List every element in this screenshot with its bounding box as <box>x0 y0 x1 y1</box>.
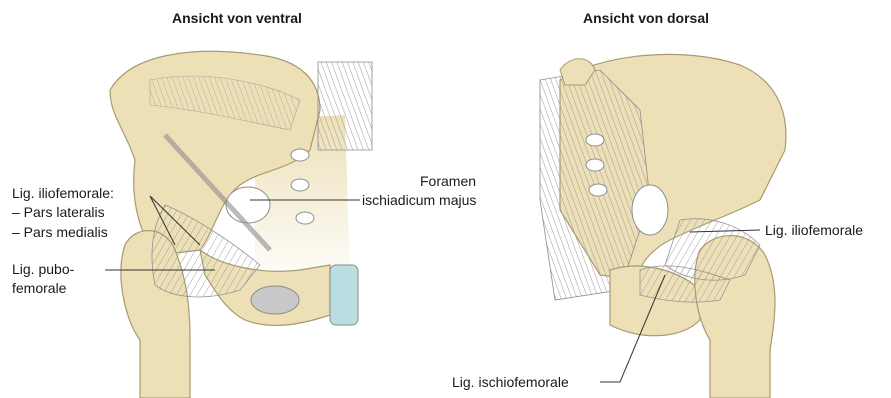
label-pars-lateralis: – Pars lateralis <box>12 204 105 221</box>
label-foramen-1: Foramen <box>420 173 476 190</box>
sciatic-foramen-ventral <box>226 187 270 223</box>
pubic-symphysis <box>330 265 358 325</box>
label-pubofemorale-2: femorale <box>12 280 66 297</box>
title-dorsal: Ansicht von dorsal <box>583 10 709 26</box>
label-iliofemorale-dorsal: Lig. iliofemorale <box>765 222 863 239</box>
dorsal-view <box>540 54 786 398</box>
label-ischiofemorale: Lig. ischiofemorale <box>452 374 569 391</box>
ventral-view <box>110 51 372 398</box>
label-pubofemorale-1: Lig. pubo- <box>12 261 74 278</box>
label-iliofemorale: Lig. iliofemorale: <box>12 185 114 202</box>
obturator-ventral <box>251 286 299 314</box>
label-pars-medialis: – Pars medialis <box>12 224 108 241</box>
longitudinal-ligament <box>318 62 372 150</box>
title-ventral: Ansicht von ventral <box>172 10 302 26</box>
label-foramen-2: ischiadicum majus <box>362 192 476 209</box>
sciatic-foramen-dorsal <box>632 185 668 235</box>
